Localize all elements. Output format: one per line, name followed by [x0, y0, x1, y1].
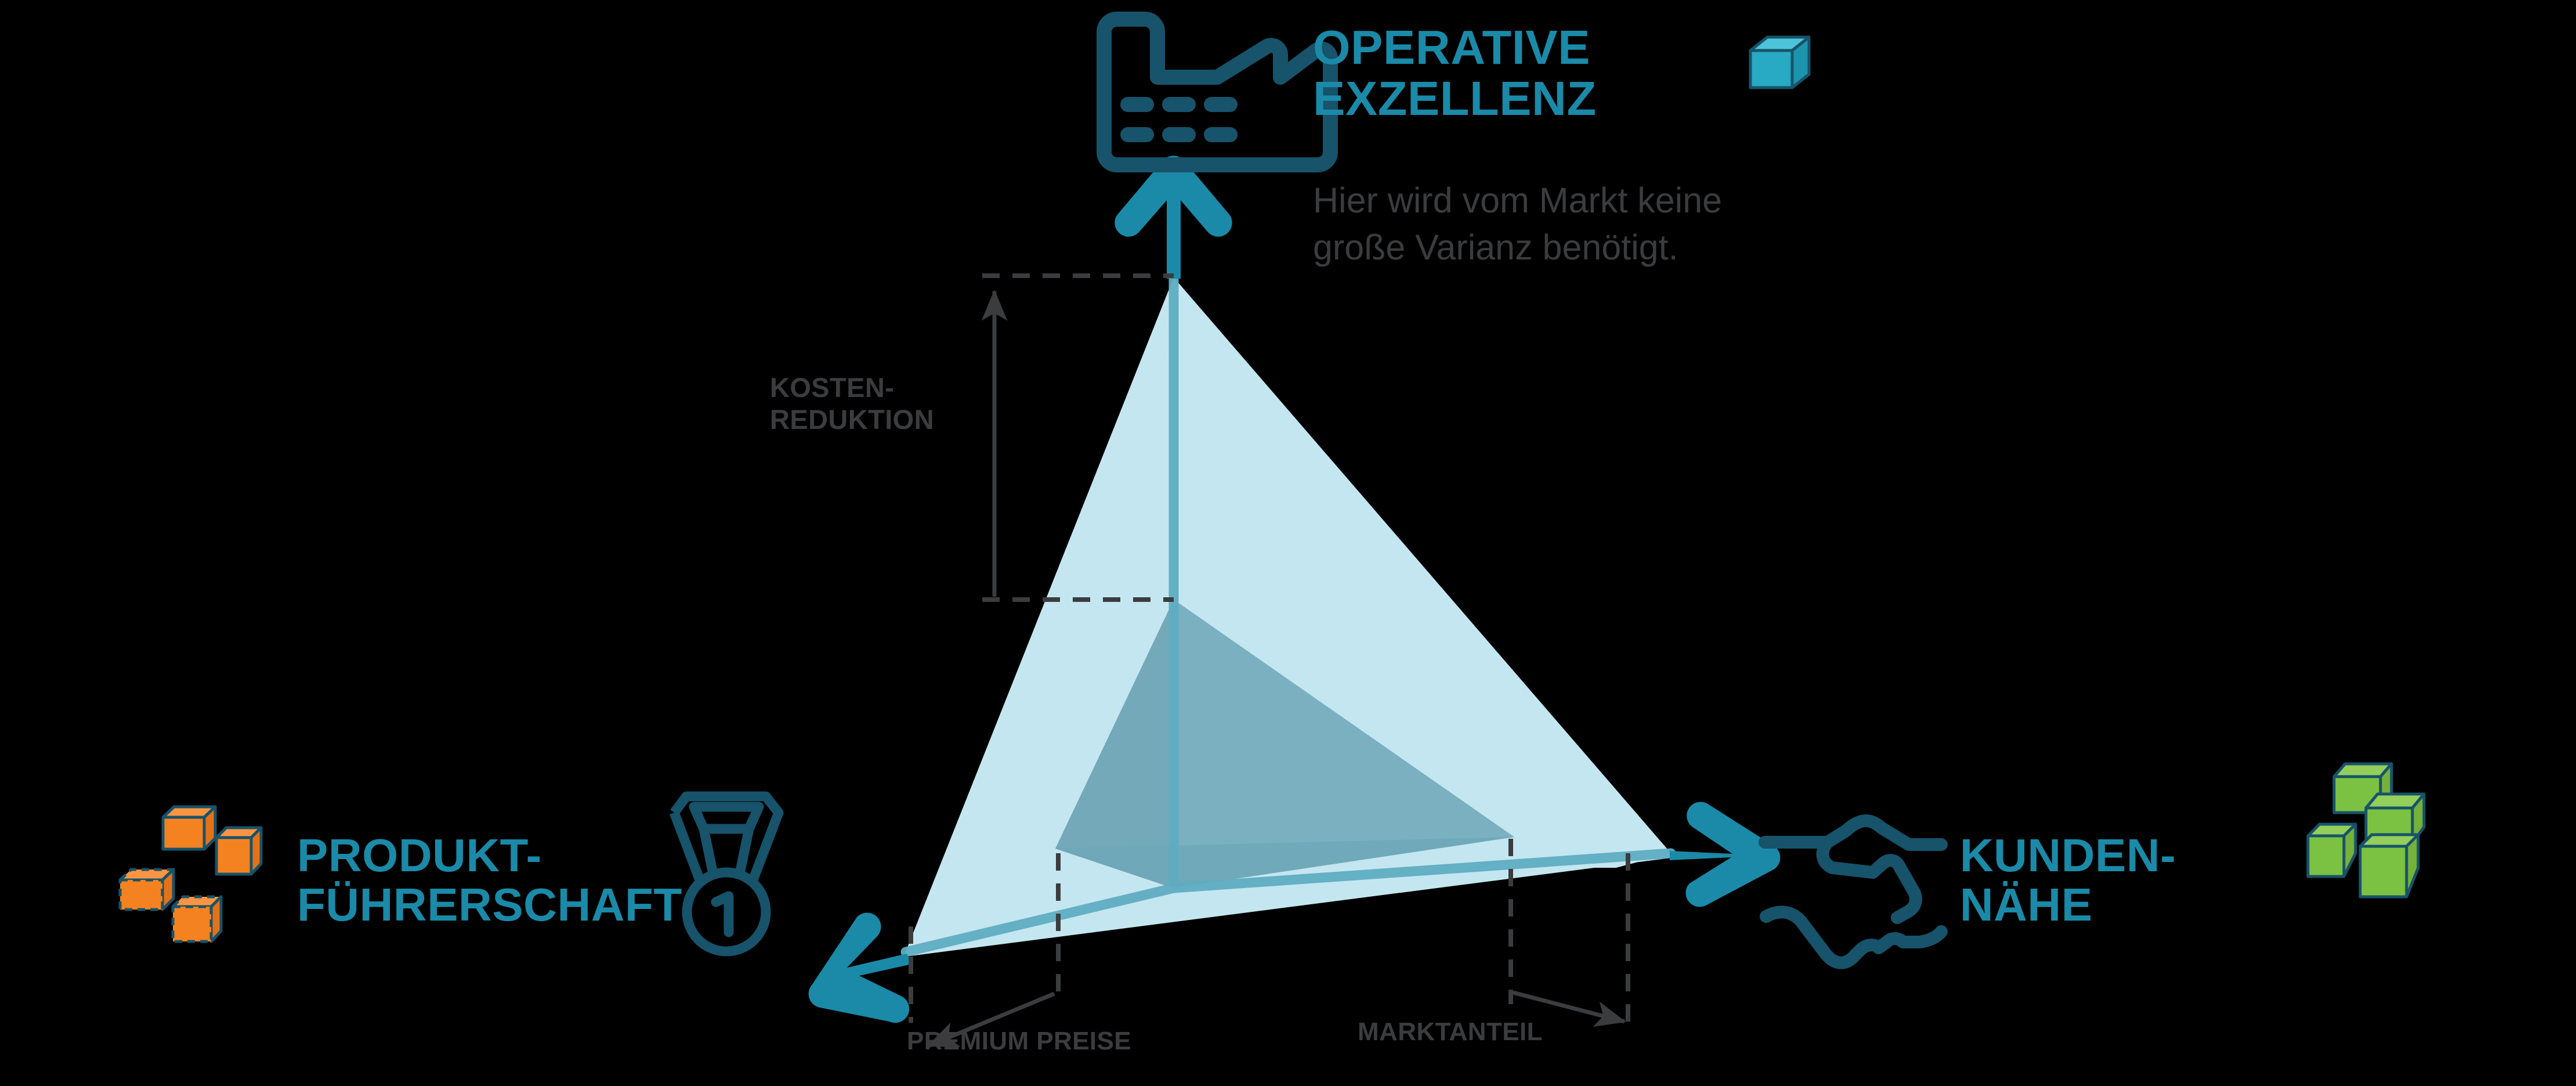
- vertex-subtitle-operative-exzellenz: Hier wird vom Markt keine große Varianz …: [1313, 181, 1723, 267]
- factory-icon: [1097, 12, 1338, 172]
- guide-premium-preise: [909, 853, 1061, 1048]
- vertex-title-kunden-naehe: KUNDEN- NÄHE: [1960, 829, 2176, 930]
- arrow-right-kunden: [1670, 802, 1781, 907]
- pyramid-edges: [900, 272, 1676, 957]
- axis-label-premium-preise: PREMIUM PREISE: [907, 1027, 1131, 1055]
- arrow-left-produkt: [808, 912, 911, 1023]
- guide-marktanteil: [1508, 839, 1630, 1027]
- cube-cyan: [1749, 35, 1811, 89]
- cube-group-green: [2306, 762, 2426, 899]
- vertex-title-operative-exzellenz: OPERATIVE EXZELLENZ: [1313, 20, 1597, 125]
- medal-first-place-icon: [670, 791, 784, 957]
- handshake-icon: [1759, 814, 1948, 969]
- guide-kosten-reduktion: [981, 273, 1174, 602]
- axis-label-marktanteil: MARKTANTEIL: [1358, 1018, 1543, 1046]
- vertex-title-produkt-fuehrerschaft: PRODUKT- FÜHRERSCHAFT: [297, 829, 682, 930]
- cube-group-orange: [118, 805, 263, 943]
- axis-label-kosten-reduktion: KOSTEN- REDUKTION: [770, 372, 934, 435]
- arrow-up-operative: [1115, 156, 1232, 279]
